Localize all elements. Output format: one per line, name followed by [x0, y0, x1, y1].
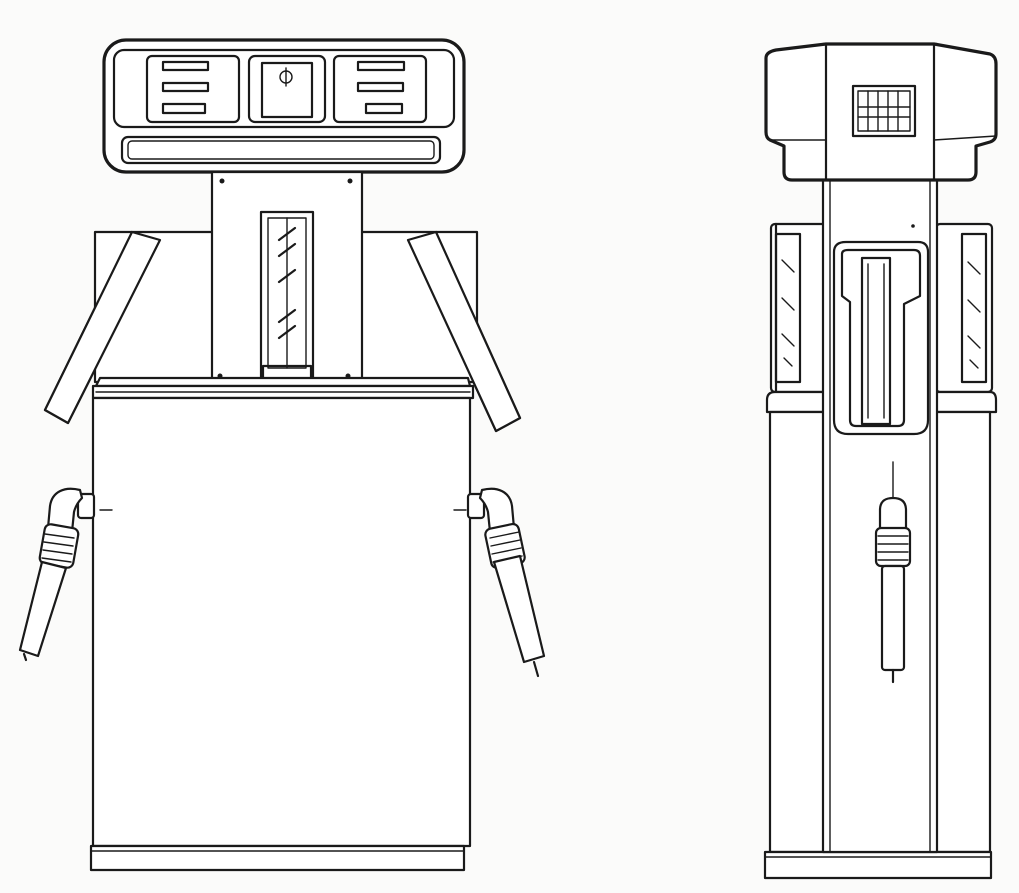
front-elevation-view [18, 38, 546, 872]
left-nozzle [18, 487, 96, 662]
side-display-head [764, 42, 998, 182]
side-nozzle [874, 461, 912, 684]
side-base-plinth [763, 850, 993, 880]
side-elevation-view [763, 42, 998, 880]
counter-ledge [91, 376, 475, 400]
side-nozzle-boot [832, 224, 930, 436]
main-cabinet [91, 396, 472, 848]
right-side-holder [934, 222, 994, 394]
center-logo-window [247, 54, 327, 124]
display-head [102, 38, 466, 174]
right-nozzle [466, 487, 546, 678]
central-column [210, 170, 364, 386]
vent-grille-icon [851, 84, 917, 138]
base-plinth [89, 844, 466, 872]
left-side-holder [769, 222, 829, 394]
